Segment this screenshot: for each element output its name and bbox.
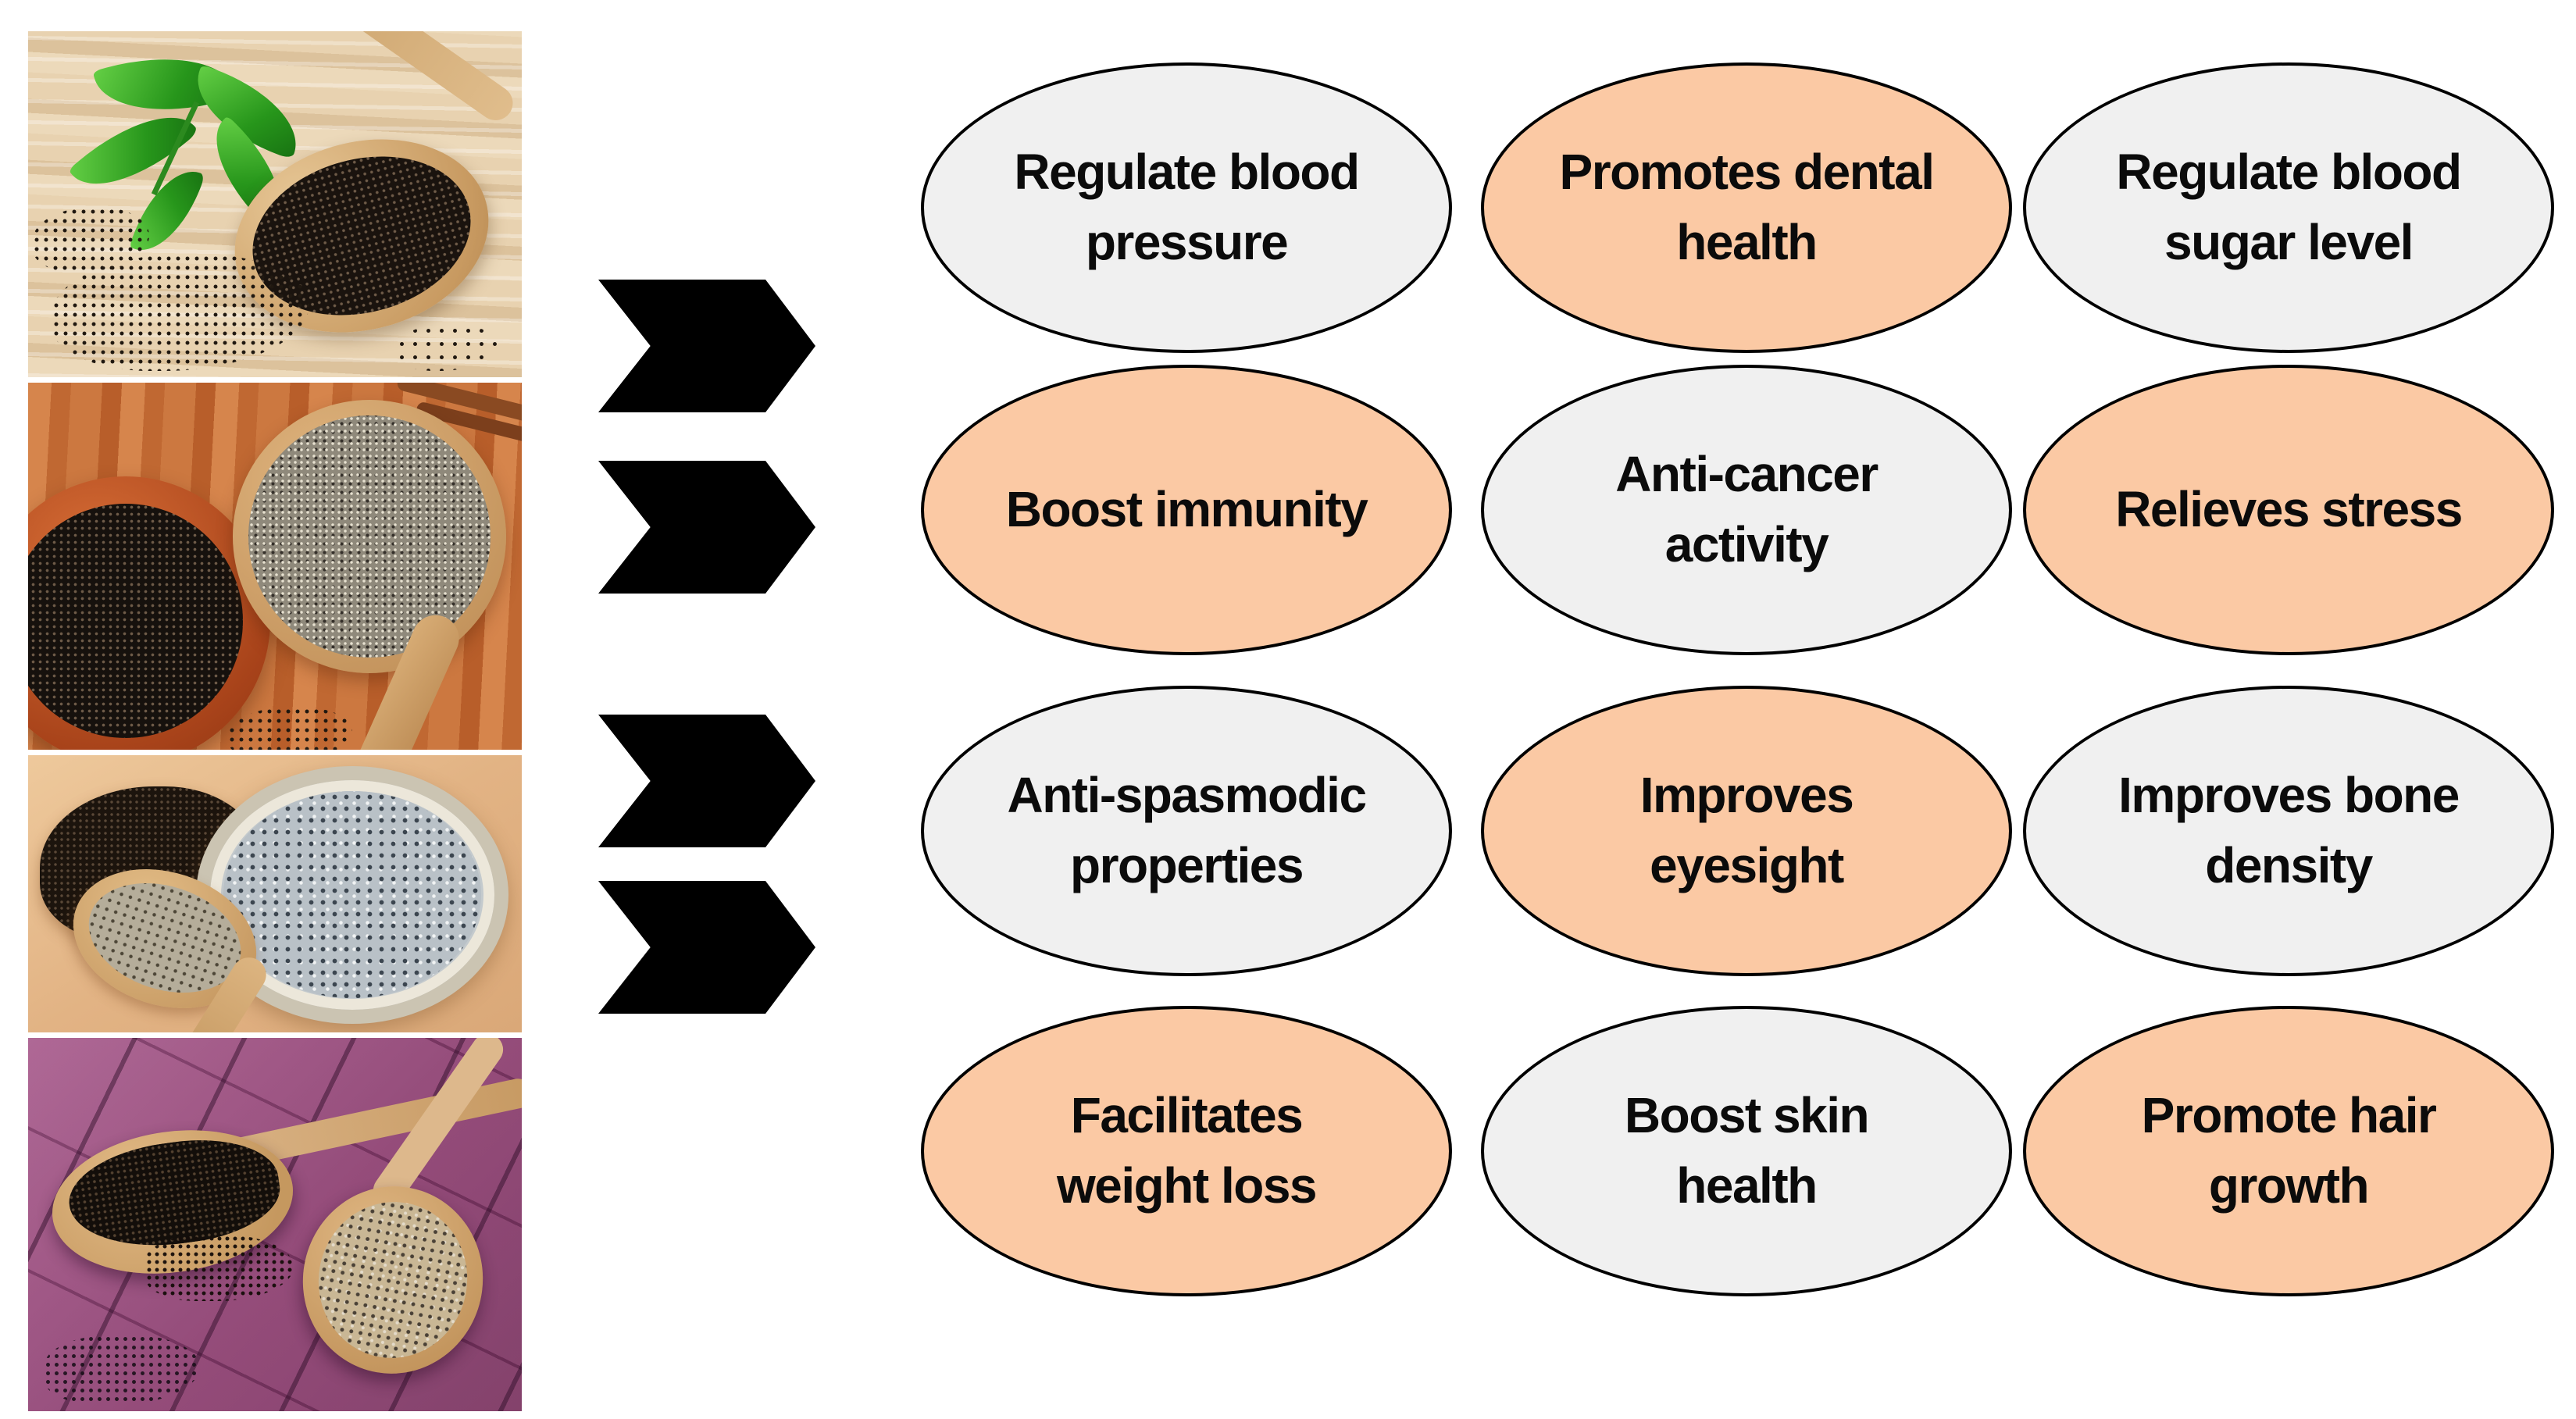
dry-and-soaked-seeds-purple-photo: [28, 1038, 522, 1411]
benefit-ellipse: Promote hair growth: [2023, 1006, 2554, 1296]
benefit-ellipse: Relieves stress: [2023, 365, 2554, 655]
benefit-label: Anti-cancer activity: [1615, 446, 1878, 572]
benefit-label: Boost immunity: [1005, 481, 1368, 538]
basil-seeds-pile: [28, 504, 243, 738]
benefit-label: Improves bone density: [2118, 767, 2460, 893]
benefit-ellipse: Anti-spasmodic properties: [921, 686, 1452, 976]
benefit-label: Anti-spasmodic properties: [1007, 767, 1367, 893]
benefit-label: Regulate blood sugar level: [2116, 144, 2462, 270]
benefit-label: Boost skin health: [1624, 1087, 1870, 1214]
benefit-ellipse: Improves eyesight: [1481, 686, 2012, 976]
benefit-ellipse: Facilitates weight loss: [921, 1006, 1452, 1296]
benefit-ellipse: Boost skin health: [1481, 1006, 2012, 1296]
benefit-ellipse: Regulate blood sugar level: [2023, 62, 2554, 353]
benefit-ellipse: Regulate blood pressure: [921, 62, 1452, 353]
benefit-ellipse: Improves bone density: [2023, 686, 2554, 976]
scattered-seeds: [145, 1235, 294, 1301]
chevron-arrow-icon: [598, 881, 815, 1014]
benefit-label: Regulate blood pressure: [1014, 144, 1360, 270]
benefit-ellipse: Anti-cancer activity: [1481, 365, 2012, 655]
basil-and-chia-spoons-photo: [28, 383, 522, 750]
benefit-ellipse: Promotes dental health: [1481, 62, 2012, 353]
benefit-label: Improves eyesight: [1639, 767, 1854, 893]
soaked-basil-seeds: [223, 791, 481, 998]
basil-seeds-spoon-leaves-photo: [28, 31, 522, 377]
benefit-ellipse: Boost immunity: [921, 365, 1452, 655]
benefit-label: Facilitates weight loss: [1057, 1087, 1318, 1214]
benefit-label: Relieves stress: [2115, 481, 2463, 538]
chevron-arrow-icon: [598, 461, 815, 594]
soaked-basil-seeds-glass-bowl-photo: [28, 755, 522, 1032]
chevron-arrow-icon: [598, 280, 815, 412]
chia-seeds-pile: [248, 415, 491, 658]
chevron-arrow-icon: [598, 715, 815, 847]
scattered-seeds: [44, 1335, 200, 1405]
benefit-label: Promote hair growth: [2141, 1087, 2437, 1214]
benefit-label: Promotes dental health: [1559, 144, 1935, 270]
scattered-seeds: [227, 707, 352, 750]
